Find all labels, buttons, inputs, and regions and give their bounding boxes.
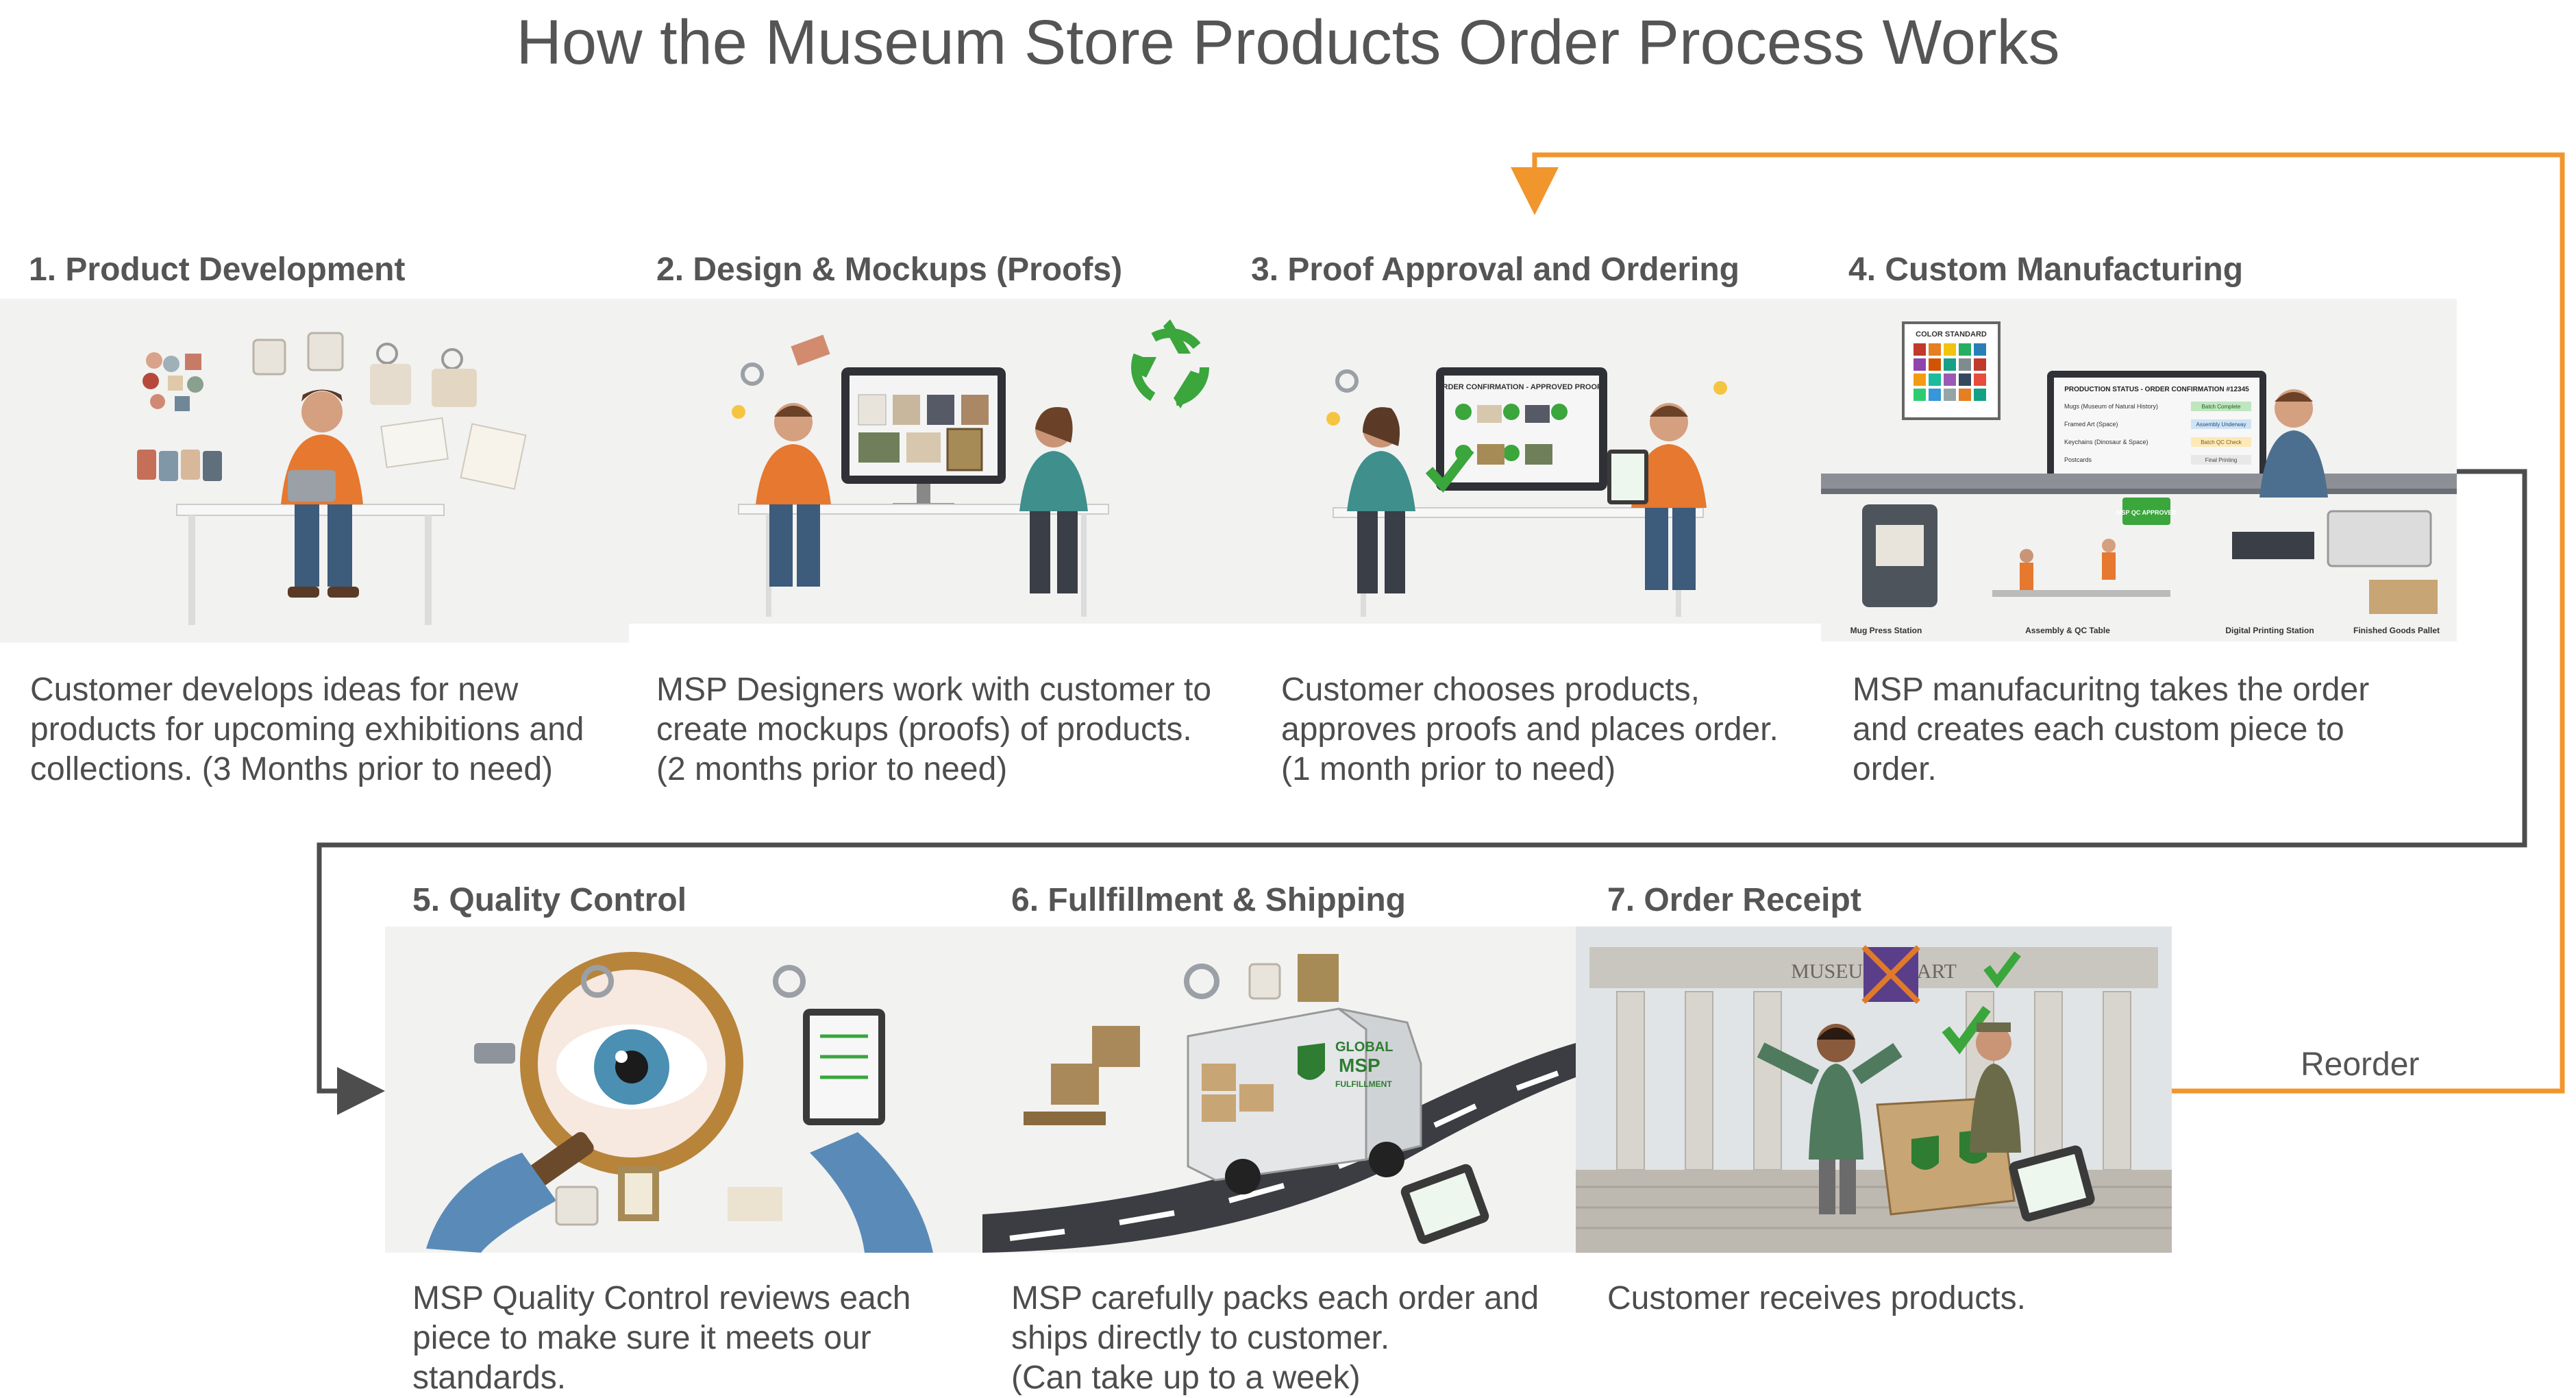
order-receipt-icon: MUSEUM OF ART bbox=[1576, 927, 2172, 1253]
step-5-illustration bbox=[385, 927, 982, 1253]
step-2-illustration bbox=[629, 299, 1224, 624]
gear-icon bbox=[1184, 964, 1219, 999]
step-2-title: 2. Design & Mockups (Proofs) bbox=[656, 252, 1123, 288]
step-7-illustration: MUSEUM OF ART bbox=[1576, 927, 2172, 1253]
gear-icon bbox=[1335, 369, 1359, 393]
step-3-description: Customer chooses products, approves proo… bbox=[1281, 670, 1779, 789]
step-1-desc-line-3: collections. (3 Months prior to need) bbox=[30, 751, 554, 787]
quality-inspection-icon bbox=[385, 927, 982, 1253]
reorder-label: Reorder bbox=[2301, 1046, 2420, 1083]
step-5-desc-line-3: standards. bbox=[412, 1360, 567, 1396]
step-3-illustration: ORDER CONFIRMATION - APPROVED PROOFS bbox=[1224, 299, 1821, 624]
gear-icon bbox=[741, 363, 764, 386]
lightbulb-icon bbox=[732, 405, 745, 419]
svg-text:Keychains (Dinosaur & Space): Keychains (Dinosaur & Space) bbox=[2064, 439, 2148, 445]
svg-text:Postcards: Postcards bbox=[2064, 456, 2092, 463]
step-4-desc-line-1: MSP manufacuritng takes the order bbox=[1853, 672, 2370, 708]
shipping-truck-icon: GLOBAL MSP FULFILLMENT bbox=[982, 927, 1576, 1253]
screen-title: ORDER CONFIRMATION - APPROVED PROOFS bbox=[1437, 383, 1607, 391]
svg-text:Assembly Underway: Assembly Underway bbox=[2196, 421, 2246, 428]
svg-text:FULFILLMENT: FULFILLMENT bbox=[1335, 1079, 1392, 1089]
svg-text:GLOBAL: GLOBAL bbox=[1335, 1040, 1393, 1055]
step-3-desc-line-1: Customer chooses products, bbox=[1281, 672, 1700, 708]
step-6-title: 6. Fullfillment & Shipping bbox=[1011, 882, 1406, 918]
keychain-icon bbox=[370, 343, 477, 407]
tags-icon bbox=[137, 450, 222, 481]
svg-text:MSP: MSP bbox=[1339, 1055, 1380, 1076]
designer-at-desk-icon bbox=[0, 299, 629, 643]
step-5-desc-line-2: piece to make sure it meets our bbox=[412, 1320, 871, 1356]
svg-text:Framed Art (Space): Framed Art (Space) bbox=[2064, 421, 2118, 428]
step-3-desc-line-2: approves proofs and places order. bbox=[1281, 711, 1779, 748]
mug-icon bbox=[252, 332, 344, 376]
step-2-description: MSP Designers work with customer to crea… bbox=[656, 670, 1211, 789]
step-2-desc-line-2: create mockups (proofs) of products. bbox=[656, 711, 1192, 748]
step-1-title: 1. Product Development bbox=[29, 252, 406, 288]
step-4-desc-line-2: and creates each custom piece to bbox=[1853, 711, 2344, 748]
svg-text:PRODUCTION STATUS - ORDER CONF: PRODUCTION STATUS - ORDER CONFIRMATION #… bbox=[2064, 386, 2249, 393]
recycle-icon bbox=[1131, 319, 1209, 408]
step-6-desc-line-3: (Can take up to a week) bbox=[1011, 1360, 1361, 1396]
svg-text:Batch QC Check: Batch QC Check bbox=[2201, 439, 2242, 445]
step-6-desc-line-1: MSP carefully packs each order and bbox=[1011, 1280, 1539, 1316]
svg-text:Final Printing: Final Printing bbox=[2205, 457, 2238, 463]
color-swatches-icon bbox=[143, 352, 203, 411]
svg-text:COLOR STANDARD: COLOR STANDARD bbox=[1916, 330, 1987, 339]
reorder-arrow bbox=[1511, 152, 2565, 1094]
svg-text:Finished Goods Pallet: Finished Goods Pallet bbox=[2353, 626, 2440, 635]
color-swatches-icon bbox=[791, 334, 830, 366]
step-4-illustration: COLOR STANDARD PRODUCTION STATUS - ORDER… bbox=[1821, 299, 2457, 641]
checkmark-icon bbox=[1942, 951, 2021, 1055]
step-4-title: 4. Custom Manufacturing bbox=[1848, 252, 2244, 288]
mockup-review-icon bbox=[629, 299, 1224, 624]
step-4-desc-line-3: order. bbox=[1853, 751, 1937, 787]
magnifying-glass-icon bbox=[512, 952, 743, 1199]
flow-arrow-row1-to-row2 bbox=[317, 469, 2527, 1115]
step-1-illustration bbox=[0, 299, 629, 643]
step-3-desc-line-3: (1 month prior to need) bbox=[1281, 751, 1616, 787]
step-7-title: 7. Order Receipt bbox=[1607, 882, 1861, 918]
manufacturing-icon: COLOR STANDARD PRODUCTION STATUS - ORDER… bbox=[1821, 299, 2457, 641]
step-5-title: 5. Quality Control bbox=[412, 882, 687, 918]
step-5-description: MSP Quality Control reviews each piece t… bbox=[412, 1279, 911, 1398]
svg-text:Assembly & QC Table: Assembly & QC Table bbox=[2025, 626, 2110, 635]
step-7-description: Customer receives products. bbox=[1607, 1279, 2026, 1319]
svg-text:Digital Printing Station: Digital Printing Station bbox=[2225, 626, 2314, 635]
step-3-title: 3. Proof Approval and Ordering bbox=[1251, 252, 1739, 288]
step-6-illustration: GLOBAL MSP FULFILLMENT bbox=[982, 927, 1576, 1253]
step-2-desc-line-1: MSP Designers work with customer to bbox=[656, 672, 1212, 708]
svg-text:Batch Complete: Batch Complete bbox=[2202, 404, 2241, 410]
step-1-desc-line-2: products for upcoming exhibitions and bbox=[30, 711, 584, 748]
svg-text:Mugs (Museum of Natural Histor: Mugs (Museum of Natural History) bbox=[2064, 403, 2158, 410]
step-6-description: MSP carefully packs each order and ships… bbox=[1011, 1279, 1539, 1398]
step-1-description: Customer develops ideas for new products… bbox=[30, 670, 584, 789]
step-6-desc-line-2: ships directly to customer. bbox=[1011, 1320, 1390, 1356]
svg-text:Mug Press Station: Mug Press Station bbox=[1850, 626, 1922, 635]
svg-text:MSP QC APPROVED: MSP QC APPROVED bbox=[2116, 509, 2177, 516]
step-4-description: MSP manufacuritng takes the order and cr… bbox=[1853, 670, 2369, 789]
step-1-desc-line-1: Customer develops ideas for new bbox=[30, 672, 519, 708]
checkmark-icon bbox=[1455, 404, 1568, 461]
page-title: How the Museum Store Products Order Proc… bbox=[516, 8, 2060, 77]
truck-icon: GLOBAL MSP FULFILLMENT bbox=[1187, 1007, 1422, 1194]
lightbulb-icon bbox=[1326, 381, 1727, 426]
gear-icon bbox=[581, 965, 806, 998]
proof-approval-icon: ORDER CONFIRMATION - APPROVED PROOFS bbox=[1224, 299, 1821, 624]
step-5-desc-line-1: MSP Quality Control reviews each bbox=[412, 1280, 911, 1316]
step-2-desc-line-3: (2 months prior to need) bbox=[656, 751, 1008, 787]
step-7-desc-line-1: Customer receives products. bbox=[1607, 1280, 2026, 1316]
